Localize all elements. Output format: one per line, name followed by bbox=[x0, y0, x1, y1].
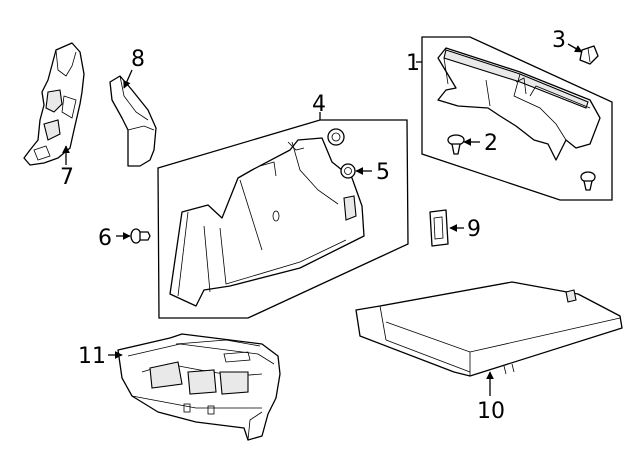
callout-1: 1 bbox=[406, 51, 420, 76]
part-7-bracket bbox=[23, 42, 85, 166]
part-4-quarter-trim bbox=[169, 137, 365, 307]
part-10-floor-panel bbox=[355, 281, 623, 377]
part-5-plug bbox=[340, 163, 356, 179]
callout-4: 4 bbox=[312, 92, 326, 117]
leader-3 bbox=[567, 43, 583, 53]
callout-11: 11 bbox=[78, 344, 106, 369]
part-2-clip bbox=[447, 134, 465, 155]
part-8-panel bbox=[109, 75, 157, 167]
part-3-clip bbox=[579, 45, 599, 65]
callout-2: 2 bbox=[484, 131, 498, 156]
callout-8: 8 bbox=[131, 47, 145, 72]
callout-9: 9 bbox=[467, 217, 481, 242]
callout-10: 10 bbox=[477, 399, 505, 424]
callout-5: 5 bbox=[376, 160, 390, 185]
part-1-sill-trim bbox=[437, 47, 601, 161]
part-6-push-pin bbox=[130, 228, 151, 244]
callout-6: 6 bbox=[98, 226, 112, 251]
part-11-storage-tray bbox=[117, 333, 281, 441]
part-4-grommet bbox=[327, 128, 345, 146]
frame-part-1 bbox=[421, 36, 613, 201]
callout-7: 7 bbox=[60, 165, 74, 190]
part-1-clip-lower bbox=[580, 171, 596, 191]
part-9-retainer bbox=[429, 209, 449, 247]
callout-3: 3 bbox=[552, 28, 566, 53]
leader-8 bbox=[123, 69, 133, 89]
